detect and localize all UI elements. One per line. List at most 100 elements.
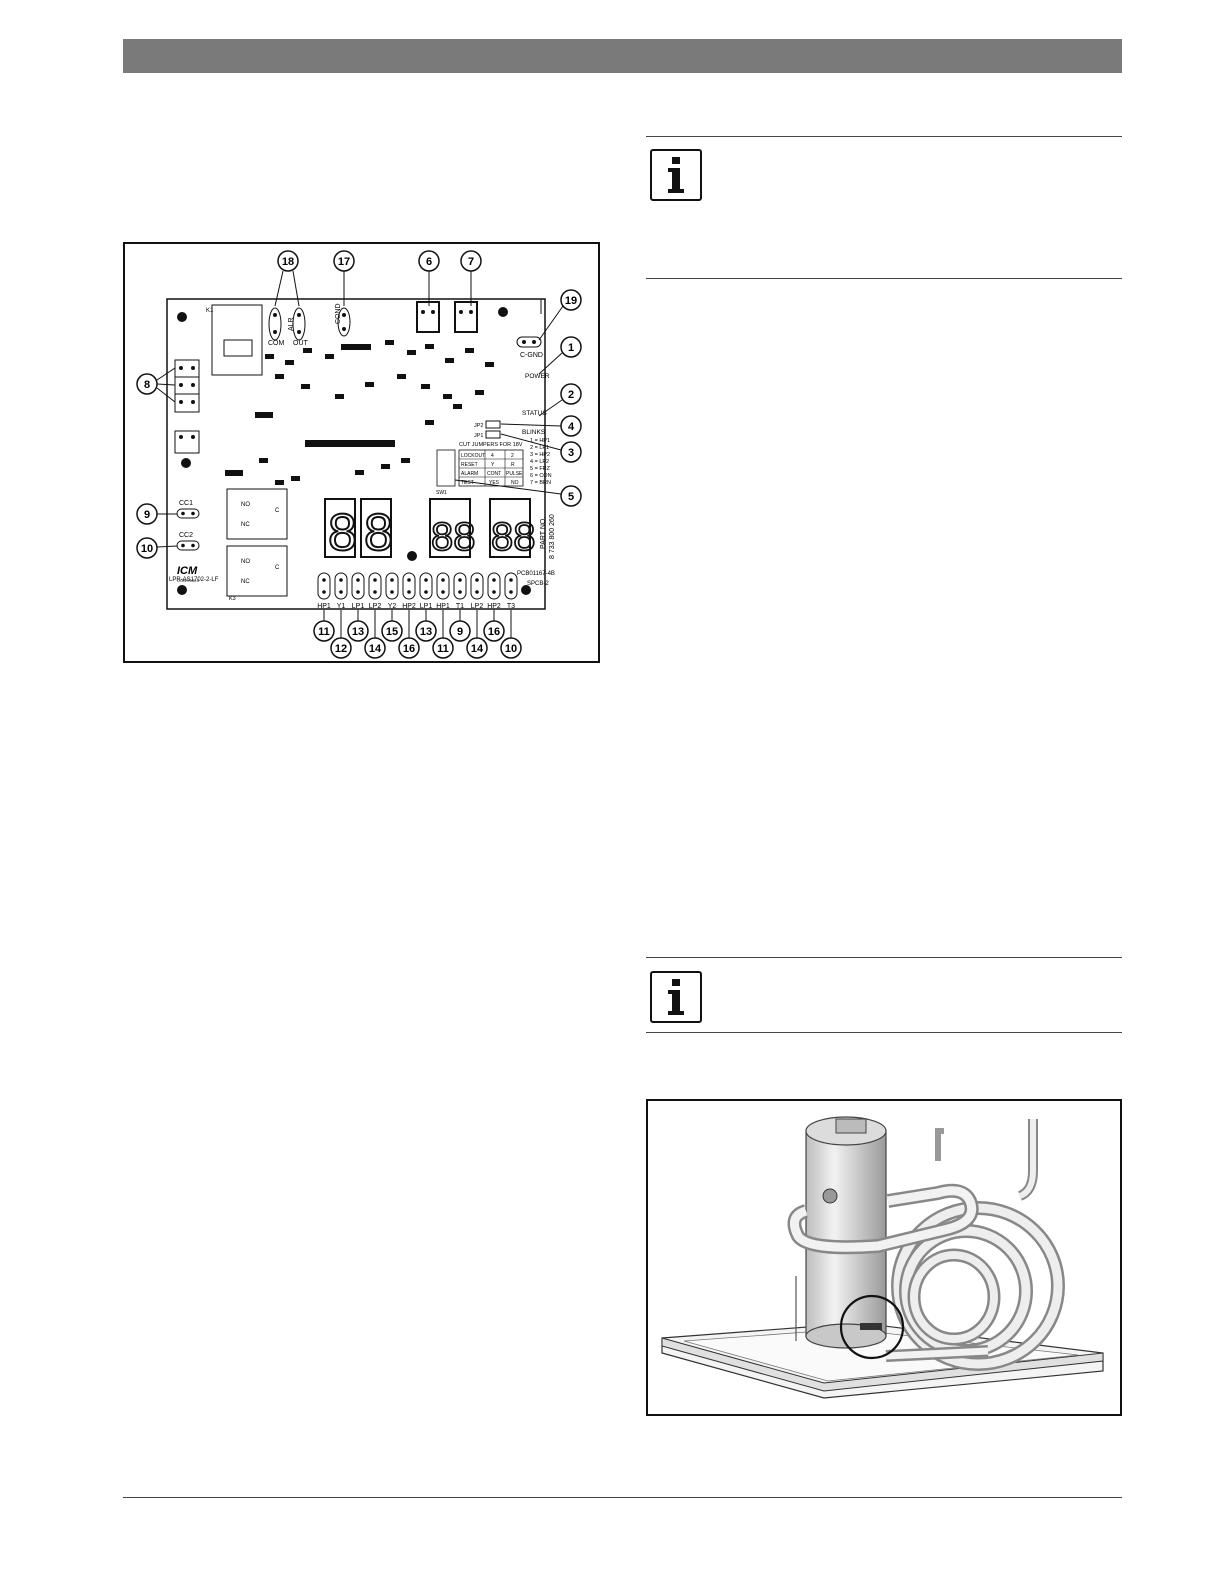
compressor-figure — [646, 1099, 1122, 1416]
svg-text:4: 4 — [491, 453, 494, 459]
svg-text:Y: Y — [491, 462, 495, 468]
terminal-hole — [492, 590, 496, 594]
mount-hole — [407, 551, 417, 561]
svg-text:POWER: POWER — [525, 373, 550, 380]
terminal-hole — [373, 578, 377, 582]
svg-text:9: 9 — [144, 509, 150, 521]
terminal-hole — [322, 590, 326, 594]
svg-text:COM: COM — [268, 340, 285, 347]
terminal-hole — [407, 590, 411, 594]
svg-text:8 733 800 260: 8 733 800 260 — [549, 514, 556, 559]
callout-circle — [313, 620, 335, 642]
svg-text:OUT: OUT — [293, 340, 309, 347]
terminal-hole — [475, 590, 479, 594]
terminal-hole — [373, 590, 377, 594]
compressor-illustration — [661, 1116, 1104, 1399]
svg-text:NC: NC — [241, 579, 250, 585]
callout-number: 10 — [505, 643, 517, 655]
terminal-pin — [504, 572, 518, 600]
terminal-pin — [385, 572, 399, 600]
terminal-hole — [339, 578, 343, 582]
footer-rule — [123, 1497, 1122, 1498]
terminal-hole — [509, 578, 513, 582]
callout-circle — [347, 620, 369, 642]
svg-text:CC1: CC1 — [179, 500, 193, 507]
terminal-label: HP1 — [317, 603, 331, 610]
svg-text:2: 2 — [568, 389, 574, 401]
terminal-label: HP1 — [436, 603, 450, 610]
terminal-pin — [402, 572, 416, 600]
note2-bottom-rule — [646, 1032, 1122, 1033]
svg-text:PCB01167-4B: PCB01167-4B — [517, 571, 555, 577]
terminal-hole — [441, 590, 445, 594]
terminal-pin — [453, 572, 467, 600]
svg-text:COND: COND — [335, 303, 342, 324]
terminal-pin — [470, 572, 484, 600]
svg-text:8: 8 — [144, 379, 150, 391]
terminal-hole — [475, 578, 479, 582]
svg-text:ALARM: ALARM — [461, 471, 478, 477]
svg-text:NO: NO — [241, 559, 250, 565]
svg-text:5: 5 — [568, 491, 574, 503]
svg-text:JP1: JP1 — [474, 433, 483, 439]
svg-text:4 = LP2: 4 = LP2 — [530, 459, 549, 465]
svg-text:5 = FRZ: 5 = FRZ — [530, 466, 551, 472]
terminal-pin — [351, 572, 365, 600]
svg-text:CC2: CC2 — [179, 532, 193, 539]
terminal-hole — [458, 590, 462, 594]
svg-text:2: 2 — [511, 453, 514, 459]
callout-number: 15 — [386, 626, 398, 638]
callout-circle — [449, 620, 471, 642]
terminal-hole — [322, 578, 326, 582]
callout-number: 16 — [403, 643, 415, 655]
svg-text:4: 4 — [568, 421, 575, 433]
info-icon — [650, 971, 702, 1023]
svg-text:88: 88 — [431, 515, 476, 559]
callout-circle — [330, 637, 352, 659]
svg-text:3: 3 — [568, 447, 574, 459]
svg-text:JP2: JP2 — [474, 423, 483, 429]
callout-circle — [500, 637, 522, 659]
svg-text:17: 17 — [338, 256, 350, 268]
svg-text:CONTROLS: CONTROLS — [177, 578, 200, 583]
terminal-hole — [390, 578, 394, 582]
mount-hole — [521, 585, 531, 595]
svg-text:TEST: TEST — [461, 480, 474, 486]
svg-text:6: 6 — [426, 256, 432, 268]
terminal-label: HP2 — [402, 603, 416, 610]
mount-hole — [177, 312, 187, 322]
svg-text:ALR: ALR — [288, 317, 295, 331]
header-bar — [123, 39, 1122, 73]
svg-text:K1: K1 — [206, 308, 214, 314]
terminal-label: LP1 — [352, 603, 365, 610]
svg-text:19: 19 — [565, 295, 577, 307]
terminal-label: Y1 — [337, 603, 346, 610]
terminal-hole — [390, 590, 394, 594]
svg-text:18: 18 — [282, 256, 294, 268]
callout-circle — [364, 637, 386, 659]
terminal-label: LP2 — [369, 603, 382, 610]
svg-text:K3: K3 — [229, 596, 236, 602]
callout-circle — [432, 637, 454, 659]
svg-text:88: 88 — [491, 515, 536, 559]
mount-hole — [498, 307, 508, 317]
terminal-hole — [458, 578, 462, 582]
svg-text:LPR-AS1702-2-LF: LPR-AS1702-2-LF — [169, 577, 219, 583]
svg-text:NO: NO — [241, 502, 250, 508]
svg-text:10: 10 — [141, 543, 153, 555]
svg-text:SW1: SW1 — [436, 490, 447, 496]
svg-text:YES: YES — [489, 480, 500, 486]
relay-k3 — [226, 545, 288, 597]
svg-text:8: 8 — [364, 504, 393, 562]
callout-number: 13 — [352, 626, 364, 638]
svg-text:PART NO.: PART NO. — [540, 517, 547, 549]
terminal-pin — [487, 572, 501, 600]
callout-circle — [466, 637, 488, 659]
terminal-pin — [368, 572, 382, 600]
callout-number: 9 — [457, 626, 463, 638]
terminal-label: LP2 — [471, 603, 484, 610]
svg-text:8: 8 — [328, 504, 357, 562]
terminal-label: LP1 — [420, 603, 433, 610]
svg-text:7: 7 — [468, 256, 474, 268]
callout-number: 13 — [420, 626, 432, 638]
